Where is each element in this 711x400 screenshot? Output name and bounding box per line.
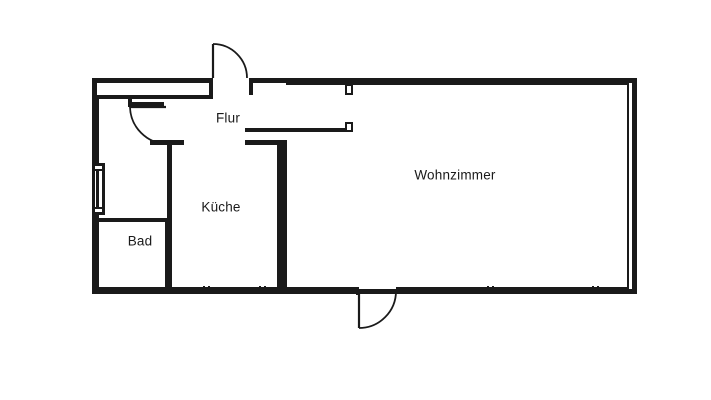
flur-wall-top-ledge [97, 95, 213, 99]
bad-wall-left-inner-face [97, 222, 99, 287]
bathroom-window-jamb-top [92, 163, 105, 166]
wohnzimmer-stub-wall-upper [245, 128, 353, 132]
flur-wall-top-joint [209, 83, 213, 99]
exterior-wall-top-right-inner-face [286, 83, 629, 85]
wohnzimmer-stub-notch-hollow [347, 124, 351, 130]
wall-tick-bottom-e [203, 286, 205, 291]
bathroom-window-group [92, 163, 105, 215]
left-wall-inner-face-upper [97, 99, 99, 163]
kueche-wall-left [167, 140, 172, 288]
room-label-flur: Flur [216, 111, 240, 126]
exterior-wall-top-left [92, 78, 213, 83]
bathroom-window-frame-outer [92, 163, 95, 215]
exterior-walls [92, 78, 637, 294]
left-wall-inner-faces [97, 99, 99, 221]
living-room-door-swing-arc [358, 290, 397, 329]
bad-walls [97, 218, 167, 287]
exterior-wall-right-inner-face [627, 83, 629, 289]
exterior-wall-right [632, 78, 637, 294]
wall-tick-bottom-h [264, 286, 266, 291]
room-label-kueche: Küche [201, 200, 240, 215]
wall-tick-bottom-b [492, 286, 494, 291]
left-wall-inner-face-lower [97, 215, 99, 221]
wall-tick-bottom-f [208, 286, 210, 291]
hall-kitchen-door-swing-arc [129, 106, 168, 145]
bathroom-window-mullion-top [94, 169, 102, 171]
wohnzimmer-wall-left [282, 140, 287, 289]
wall-tick-bottom-c [592, 286, 594, 291]
room-label-wohnzimmer: Wohnzimmer [414, 168, 496, 183]
living-room-door[interactable] [357, 290, 397, 329]
bad-wall-top [97, 218, 167, 222]
wohnzimmer-walls [245, 85, 360, 295]
bathroom-window-sash [96, 170, 99, 208]
exterior-wall-bottom-inner-face-left [97, 287, 359, 289]
wall-tick-bottom-g [259, 286, 261, 291]
exterior-wall-bottom-inner-face-right [396, 287, 629, 289]
entrance-jamb-right [249, 83, 253, 95]
kueche-wall-right [277, 140, 282, 288]
flur-walls [97, 83, 253, 107]
bathroom-window-mullion-bottom [94, 207, 102, 209]
bathroom-window-frame-inner [102, 163, 105, 215]
room-labels: Flur Küche Bad Wohnzimmer [128, 111, 496, 249]
bad-wall-right-inner-face [165, 222, 167, 287]
bathroom-window-jamb-bottom [92, 212, 105, 215]
room-label-bad: Bad [128, 234, 153, 249]
top-wall-notch-hollow [347, 86, 351, 93]
flur-kueche-door-lintel [128, 102, 164, 107]
kueche-wall-top-right [245, 140, 282, 145]
exterior-wall-bottom [92, 289, 637, 294]
entrance-door-swing-arc [212, 43, 248, 79]
hall-kitchen-door[interactable] [129, 105, 168, 145]
exterior-wall-top-right [249, 78, 637, 83]
entrance-door[interactable] [211, 43, 248, 79]
wall-tick-marks [203, 286, 599, 291]
wall-tick-bottom-a [487, 286, 489, 291]
wall-tick-bottom-d [597, 286, 599, 291]
